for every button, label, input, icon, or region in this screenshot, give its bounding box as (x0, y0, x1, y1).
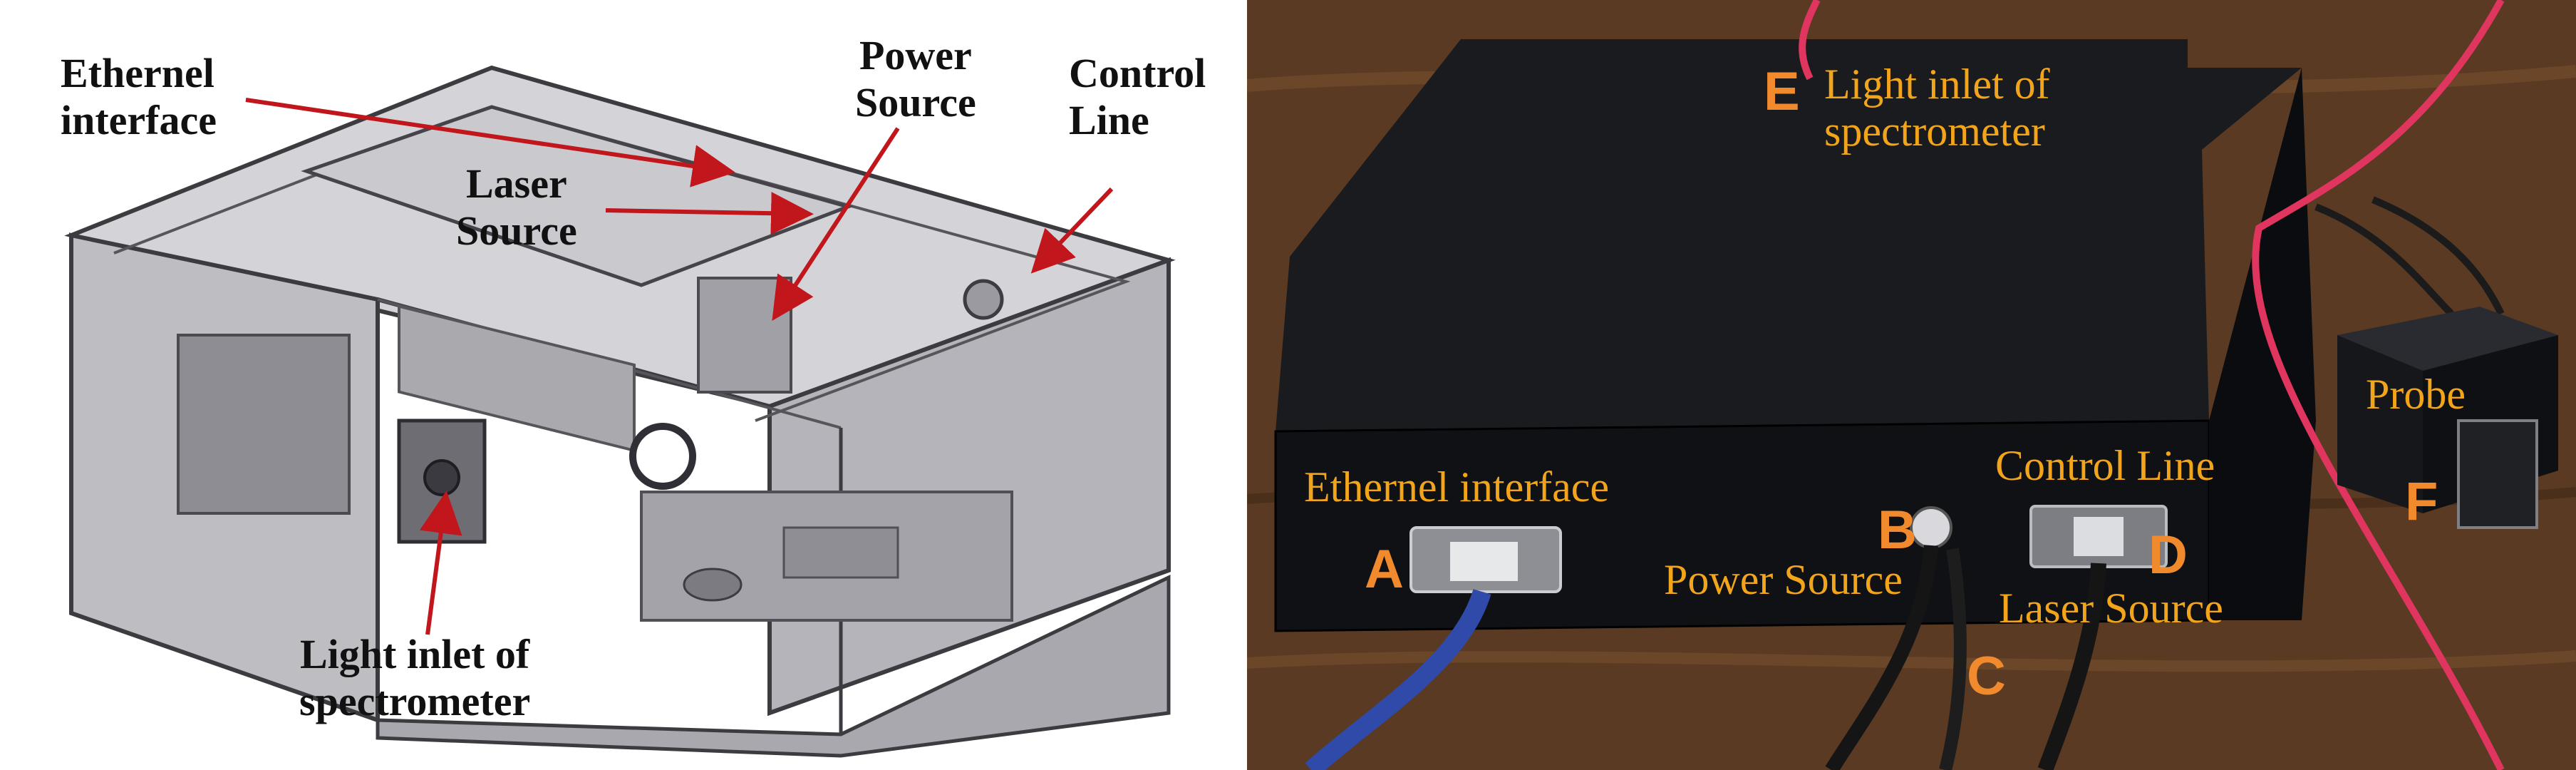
arrow-light-inlet (419, 491, 462, 635)
control-line-port (963, 279, 1004, 320)
enclosure-top (1276, 39, 2302, 431)
cad-diagram-panel: Ethernel interface Power Source Control … (0, 0, 1247, 770)
marker-letter-c: C (1967, 646, 2006, 707)
label-light-inlet-photo: Light inlet of spectrometer (1824, 61, 2050, 155)
power-source-board (697, 277, 792, 394)
label-light-inlet: Light inlet of spectrometer (299, 631, 531, 724)
lens-ring (629, 423, 696, 490)
label-power-source: Power Source (855, 32, 976, 125)
enclosure-side (2209, 68, 2316, 620)
power-cable (1825, 545, 1938, 770)
label-ethernet-interface-photo: Ethernel interface (1304, 463, 1610, 510)
marker-letter-f: F (2405, 471, 2438, 532)
marker-letter-e: E (1764, 61, 1800, 122)
power-connector (1910, 506, 1952, 549)
device-photo-drawing (1247, 0, 2576, 770)
label-laser-source-photo: Laser Source (1999, 585, 2223, 632)
label-probe-photo: Probe (2366, 371, 2466, 418)
marker-letter-a: A (1365, 539, 1404, 600)
label-laser-source: Laser Source (456, 160, 577, 254)
probe-body (2337, 335, 2423, 513)
arrow-power (772, 127, 900, 322)
label-control-line-photo: Control Line (1995, 442, 2215, 489)
arrow-control (1030, 187, 1114, 274)
device-photo-panel: Light inlet of spectrometer Ethernel int… (1247, 0, 2576, 770)
probe-top (2337, 307, 2558, 371)
marker-letter-b: B (1878, 500, 1917, 560)
laser-module (398, 304, 636, 453)
label-ethernet-interface: Ethernel interface (61, 50, 217, 143)
spectrometer-module (177, 334, 351, 515)
red-fiber-cable (2252, 0, 2505, 770)
arrow-laser (605, 192, 814, 235)
fiber-cable-c (1939, 548, 1967, 770)
marker-letter-d: D (2148, 525, 2188, 585)
label-power-source-photo: Power Source (1664, 556, 1903, 603)
ethernet-cable (1305, 589, 1491, 770)
probe-tip (2457, 419, 2538, 529)
cad-enclosure-drawing (64, 65, 1176, 758)
label-control-line: Control Line (1069, 50, 1206, 143)
laser-cable (2037, 563, 2106, 770)
arrow-ethernet (245, 98, 735, 188)
